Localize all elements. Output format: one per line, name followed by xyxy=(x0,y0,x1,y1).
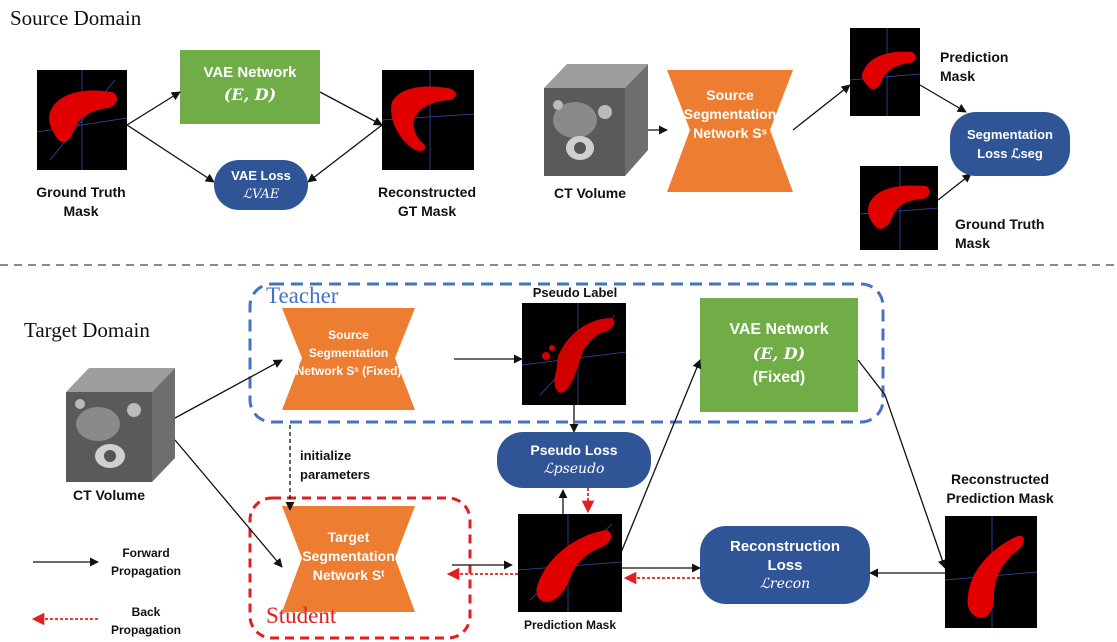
source-prediction-mask-image xyxy=(849,28,921,116)
reconstruction-loss: Reconstruction Loss ℒrecon xyxy=(700,526,870,604)
teacher-label: Teacher xyxy=(266,283,339,308)
reconstruction-loss-math: ℒrecon xyxy=(759,575,811,592)
initialize-parameters-line2: parameters xyxy=(300,467,371,482)
source-vae-loss-math: ℒVAE xyxy=(242,187,280,202)
source-seg-network-label-line1: Source xyxy=(706,87,754,103)
source-vae-network: VAE Network (E, D) xyxy=(180,56,320,122)
teacher-seg-network-shape xyxy=(282,308,415,410)
reconstructed-prediction-mask-image xyxy=(944,516,1038,628)
source-ground-truth-mask-label-line1: Ground Truth xyxy=(955,216,1045,232)
ground-truth-mask-image xyxy=(36,70,128,170)
reconstruction-loss-subtitle: Loss xyxy=(767,556,803,574)
teacher-network-label-line2: Segmentation xyxy=(308,346,389,360)
student-seg-network-shape xyxy=(282,506,415,612)
source-ground-truth-mask-image xyxy=(859,166,939,250)
student-network-label-line3: Network Sᵗ xyxy=(312,567,385,583)
source-vae-loss-title: VAE Loss xyxy=(231,168,291,183)
source-vae-network-params: (E, D) xyxy=(223,85,277,104)
target-prediction-mask-image xyxy=(517,514,623,612)
source-seg-network-shape xyxy=(667,70,793,192)
source-seg-network-label: Source Segmentation Network Sˢ xyxy=(667,86,793,143)
legend-forward-line1: Forward xyxy=(122,546,170,560)
student-network-label: Target Segmentation Network Sᵗ xyxy=(282,528,415,585)
teacher-region xyxy=(248,282,885,424)
target-vae-shape xyxy=(700,298,858,412)
reconstruction-loss-title: Reconstruction xyxy=(729,537,840,555)
reconstructed-gt-mask-label: Reconstructed GT Mask xyxy=(362,183,492,221)
source-prediction-mask-label-line2: Mask xyxy=(940,68,976,84)
target-ct-volume-label: CT Volume xyxy=(72,487,146,503)
legend-forward-line2: Propagation xyxy=(110,564,181,578)
target-prediction-mask-label: Prediction Mask xyxy=(523,618,617,632)
student-label: Student xyxy=(266,603,337,628)
ground-truth-mask-label-line2: Mask xyxy=(63,203,99,219)
reconstructed-gt-mask-label-line2: GT Mask xyxy=(397,203,457,219)
pseudo-label-image xyxy=(521,303,627,405)
pseudo-loss-math: ℒpseudo xyxy=(543,461,605,477)
pseudo-loss: Pseudo Loss ℒpseudo xyxy=(497,432,651,488)
source-ground-truth-mask-label: Ground Truth Mask xyxy=(955,215,1065,253)
source-vae-shape xyxy=(180,50,320,124)
target-ct-volume-image xyxy=(66,368,175,482)
target-domain-title: Target Domain xyxy=(24,318,150,342)
ground-truth-mask-label-line1: Ground Truth xyxy=(36,184,126,200)
target-vae-network-params: (E, D) xyxy=(752,344,806,363)
student-network-label-line2: Segmentation xyxy=(302,548,395,564)
target-vae-network: VAE Network (E, D) (Fixed) xyxy=(700,318,858,398)
source-prediction-mask-label-line1: Prediction xyxy=(940,49,1009,65)
source-ct-volume-label: CT Volume xyxy=(553,185,627,201)
student-network-label-line1: Target xyxy=(327,529,370,545)
target-vae-network-note: (Fixed) xyxy=(752,369,806,386)
ground-truth-mask-label: Ground Truth Mask xyxy=(20,183,142,221)
reconstructed-gt-mask-image xyxy=(381,70,475,170)
pseudo-label-caption: Pseudo Label xyxy=(532,285,618,300)
reconstructed-prediction-mask-label: Reconstructed Prediction Mask xyxy=(925,470,1075,508)
source-vae-loss: VAE Loss ℒVAE xyxy=(214,160,308,210)
reconstructed-prediction-mask-label-line1: Reconstructed xyxy=(950,471,1050,487)
pseudo-loss-title: Pseudo Loss xyxy=(530,442,618,458)
source-ground-truth-mask-label-line2: Mask xyxy=(955,235,991,251)
teacher-network-label-line1: Source xyxy=(328,328,369,342)
source-seg-network-label-line2: Segmentation xyxy=(683,106,777,122)
source-domain-title: Source Domain xyxy=(10,6,142,30)
segmentation-loss: Segmentation Loss ℒseg xyxy=(950,112,1070,176)
initialize-parameters-label: initialize parameters xyxy=(300,446,410,484)
segmentation-loss-math: Loss ℒseg xyxy=(977,146,1043,161)
initialize-parameters-line1: initialize xyxy=(300,448,352,463)
legend-back-propagation: Back Propagation xyxy=(98,603,194,639)
source-seg-network-label-line3: Network Sˢ xyxy=(693,125,767,141)
legend-forward-propagation: Forward Propagation xyxy=(98,544,194,580)
source-prediction-mask-label: Prediction Mask xyxy=(940,48,1030,86)
teacher-network-label: Source Segmentation Network Sˢ (Fixed) xyxy=(282,326,415,380)
target-vae-network-title: VAE Network xyxy=(729,321,829,338)
source-vae-network-title: VAE Network xyxy=(203,64,297,81)
legend-back-line2: Propagation xyxy=(110,623,181,637)
teacher-network-label-line3: Network Sˢ (Fixed) xyxy=(295,364,402,378)
legend-back-line1: Back xyxy=(131,605,161,619)
reconstructed-prediction-mask-label-line2: Prediction Mask xyxy=(946,490,1054,506)
student-region xyxy=(248,496,472,640)
segmentation-loss-title: Segmentation xyxy=(967,127,1053,142)
source-ct-volume-image xyxy=(544,64,648,176)
reconstructed-gt-mask-label-line1: Reconstructed xyxy=(377,184,477,200)
